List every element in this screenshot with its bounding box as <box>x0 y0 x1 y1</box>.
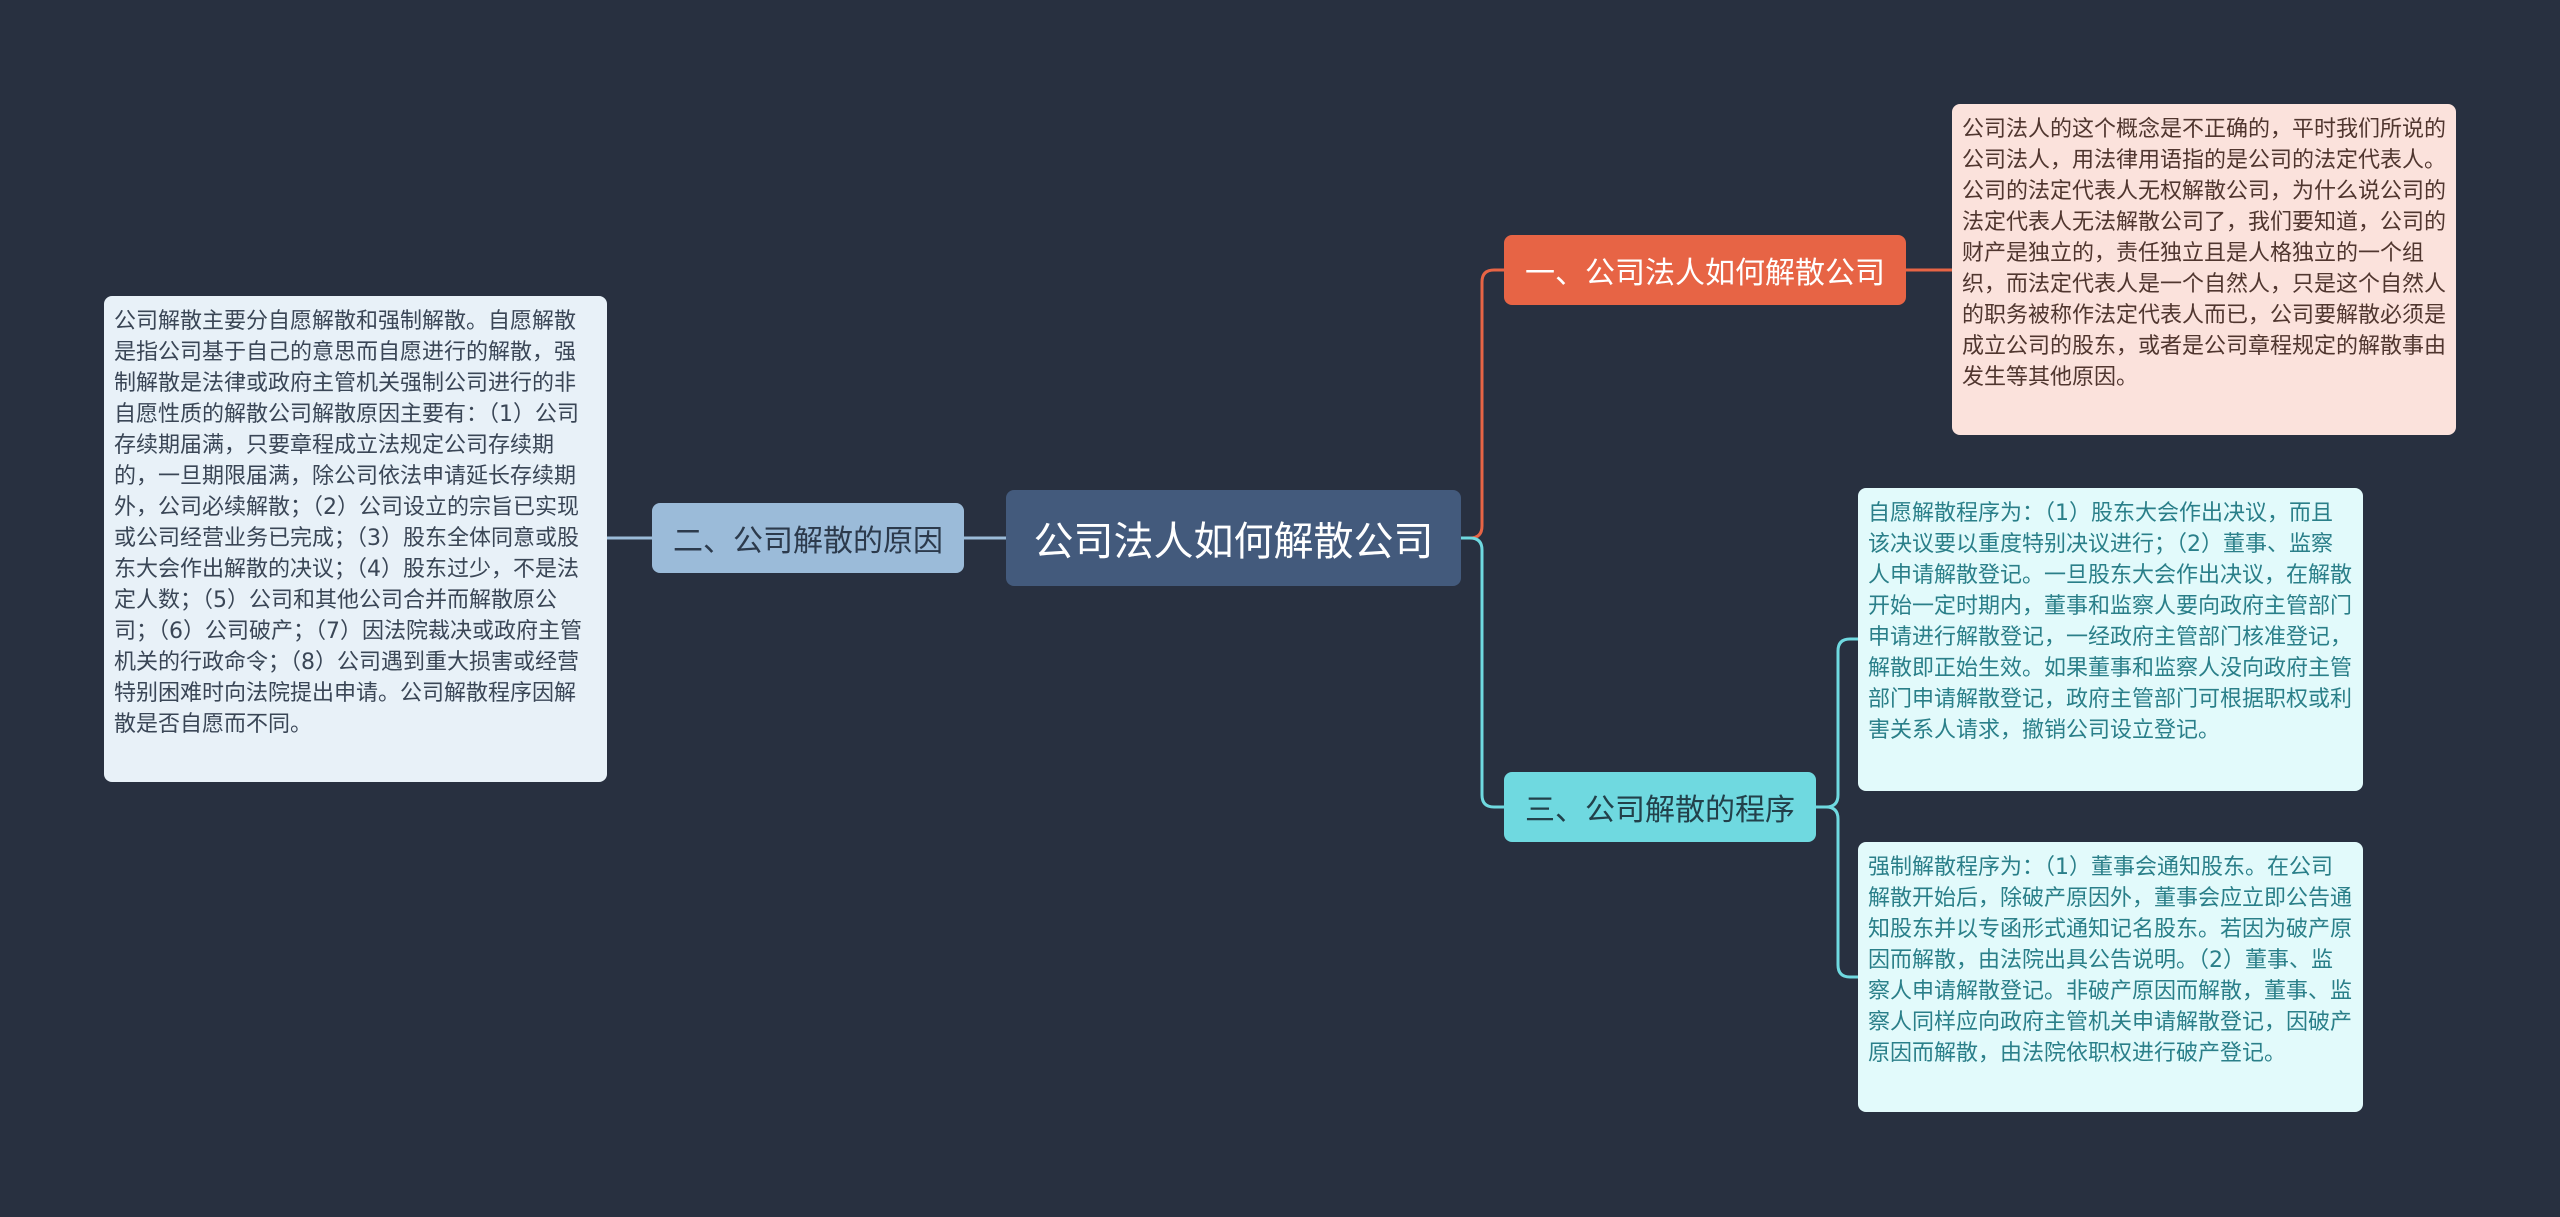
root-label: 公司法人如何解散公司 <box>1033 519 1434 565</box>
detail-text: 公司法人的这个概念是不正确的，平时我们所说的公司法人，用法律用语指的是公司的法定… <box>1962 117 2447 390</box>
detail-node-1[interactable]: 公司法人的这个概念是不正确的，平时我们所说的公司法人，用法律用语指的是公司的法定… <box>1952 104 2456 435</box>
branch-node-2[interactable]: 二、公司解散的原因 <box>652 503 964 573</box>
branch-label: 三、公司解散的程序 <box>1525 793 1795 828</box>
branch-node-1[interactable]: 一、公司法人如何解散公司 <box>1504 235 1906 305</box>
branch-label: 一、公司法人如何解散公司 <box>1525 256 1885 291</box>
connector-root-branch-1 <box>1461 268 1504 540</box>
detail-text: 公司解散主要分自愿解散和强制解散。自愿解散是指公司基于自己的意思而自愿进行的解散… <box>114 309 582 737</box>
detail-node-3[interactable]: 自愿解散程序为：（1）股东大会作出决议，而且该决议要以重度特别决议进行；（2）董… <box>1858 488 2363 791</box>
detail-node-2[interactable]: 公司解散主要分自愿解散和强制解散。自愿解散是指公司基于自己的意思而自愿进行的解散… <box>104 296 607 782</box>
connector-branch-3-detail-2 <box>1816 805 1858 979</box>
detail-text: 强制解散程序为：（1）董事会通知股东。在公司解散开始后，除破产原因外，董事会应立… <box>1868 855 2353 1066</box>
branch-node-3[interactable]: 三、公司解散的程序 <box>1504 772 1816 842</box>
connector-root-branch-3 <box>1461 536 1504 809</box>
detail-text: 自愿解散程序为：（1）股东大会作出决议，而且该决议要以重度特别决议进行；（2）董… <box>1868 501 2353 743</box>
connector-branch-3-detail-1 <box>1816 637 1858 809</box>
root-node[interactable]: 公司法人如何解散公司 <box>1006 490 1461 586</box>
detail-node-4[interactable]: 强制解散程序为：（1）董事会通知股东。在公司解散开始后，除破产原因外，董事会应立… <box>1858 842 2363 1112</box>
branch-label: 二、公司解散的原因 <box>673 524 943 559</box>
